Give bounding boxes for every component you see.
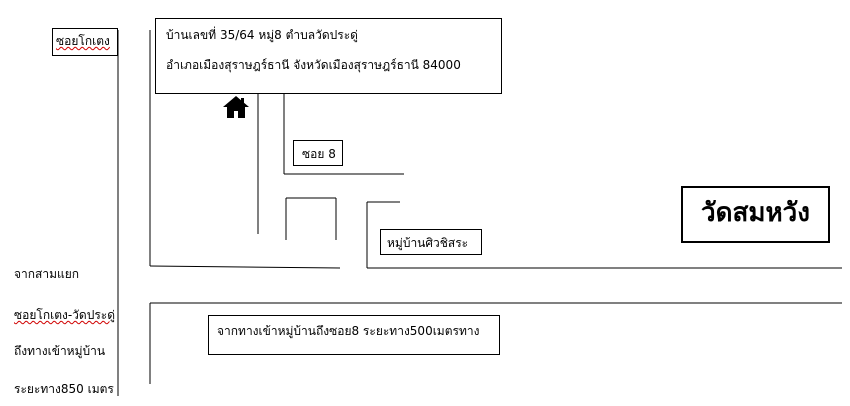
soi8-box: ซอย 8 (293, 140, 343, 166)
soi8-label: ซอย 8 (302, 147, 336, 161)
temple-box: วัดสมหวัง (681, 186, 830, 243)
direction-line-4: ระยะทาง850 เมตร (14, 382, 114, 396)
direction-line-3: ถึงทางเข้าหมู่บ้าน (14, 344, 106, 358)
soi-label-box: ซอยโกเตง (52, 28, 118, 56)
direction-line-1: จากสามแยก (14, 267, 80, 281)
route-label: จากทางเข้าหมู่บ้านถึงซอย8 ระยะทาง500เมตร… (217, 324, 480, 338)
temple-label: วัดสมหวัง (701, 198, 810, 228)
address-line2: อำเภอเมืองสุราษฎร์ธานี จังหวัดเมืองสุราษ… (166, 58, 461, 73)
address-line1: บ้านเลขที่ 35/64 หมู่8 ตำบลวัดประดู่ (166, 28, 358, 42)
direction-line-2-text: ซอยโกเตง-วัดประดู่ (14, 308, 116, 322)
address-box: บ้านเลขที่ 35/64 หมู่8 ตำบลวัดประดู่ อำเ… (155, 18, 502, 94)
route-box: จากทางเข้าหมู่บ้านถึงซอย8 ระยะทาง500เมตร… (208, 315, 500, 355)
village-label: หมู่บ้านศิวชิสระ (387, 236, 469, 250)
home-icon (223, 96, 249, 118)
road-main-bottom (149, 265, 341, 269)
soi-label-text: ซอยโกเตง (56, 34, 110, 48)
direction-line-2: ซอยโกเตง-วัดประดู่ (14, 306, 115, 325)
village-box: หมู่บ้านศิวชิสระ (380, 229, 482, 255)
